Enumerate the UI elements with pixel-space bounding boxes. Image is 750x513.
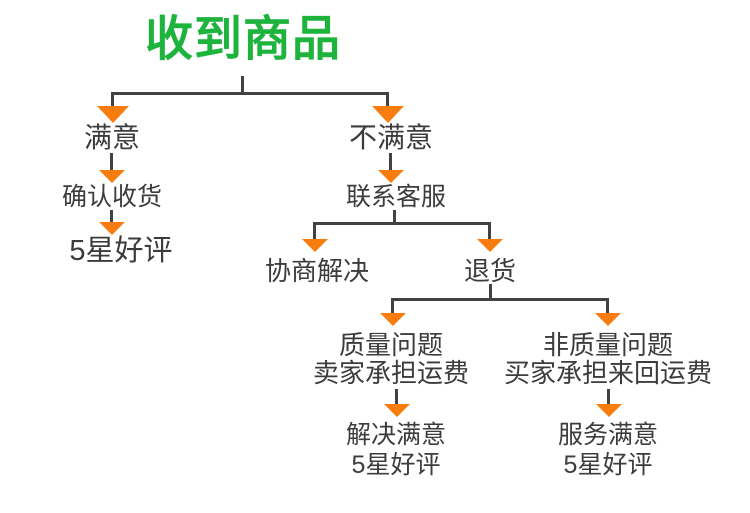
arrow-down-icon xyxy=(384,404,410,417)
connector-top-branch-horizontal xyxy=(111,92,389,95)
connector-top-branch-right-drop xyxy=(386,92,389,107)
node-service-result-line1: 服务满意 xyxy=(557,421,659,449)
arrow-down-icon xyxy=(99,222,125,235)
node-non-quality-problem: 非质量问题 买家承担来回运费 xyxy=(504,331,712,387)
node-contact-service: 联系客服 xyxy=(345,183,447,211)
connector-satisfied-line xyxy=(110,153,113,171)
connector-return-left-drop xyxy=(391,298,394,314)
flow-title: 收到商品 xyxy=(144,13,342,66)
connector-non-quality-result-line xyxy=(607,389,610,405)
node-non-quality-problem-line1: 非质量问题 xyxy=(542,330,674,360)
connector-title-stub xyxy=(241,76,244,93)
arrow-down-icon xyxy=(97,106,129,123)
node-negotiate: 协商解决 xyxy=(264,256,370,286)
arrow-down-icon xyxy=(596,404,622,417)
arrow-down-icon xyxy=(378,170,404,183)
node-resolved-result-line2: 5星好评 xyxy=(351,451,441,479)
connector-quality-result-line xyxy=(395,389,398,405)
node-unsatisfied: 不满意 xyxy=(348,122,434,153)
node-quality-problem-line2: 卖家承担运费 xyxy=(312,358,470,388)
arrow-down-icon xyxy=(99,170,125,183)
node-resolved-result: 解决满意 5星好评 xyxy=(346,420,446,480)
connector-service-right-drop xyxy=(488,222,491,240)
node-confirm-receipt: 确认收货 xyxy=(61,183,163,211)
connector-confirm-line xyxy=(110,210,113,223)
connector-return-right-drop xyxy=(606,298,609,314)
connector-top-branch-left-drop xyxy=(111,92,114,107)
arrow-down-icon xyxy=(302,239,328,252)
node-satisfied: 满意 xyxy=(83,122,141,153)
arrow-down-icon xyxy=(372,106,404,123)
connector-service-left-drop xyxy=(313,222,316,240)
node-five-star-left: 5星好评 xyxy=(69,235,173,267)
node-service-result-line2: 5星好评 xyxy=(563,451,653,479)
node-quality-problem: 质量问题 卖家承担运费 xyxy=(313,331,469,387)
connector-service-horizontal xyxy=(313,222,491,225)
arrow-down-icon xyxy=(595,313,621,326)
node-non-quality-problem-line2: 买家承担来回运费 xyxy=(503,358,713,388)
connector-service-stub xyxy=(393,210,396,224)
connector-return-horizontal xyxy=(391,298,609,301)
connector-return-stub xyxy=(489,284,492,300)
arrow-down-icon xyxy=(477,239,503,252)
node-resolved-result-line1: 解决满意 xyxy=(345,421,447,449)
arrow-down-icon xyxy=(380,313,406,326)
connector-unsatisfied-line xyxy=(389,153,392,171)
node-quality-problem-line1: 质量问题 xyxy=(338,330,444,360)
node-service-result: 服务满意 5星好评 xyxy=(558,420,658,480)
node-return-goods: 退货 xyxy=(463,256,517,286)
